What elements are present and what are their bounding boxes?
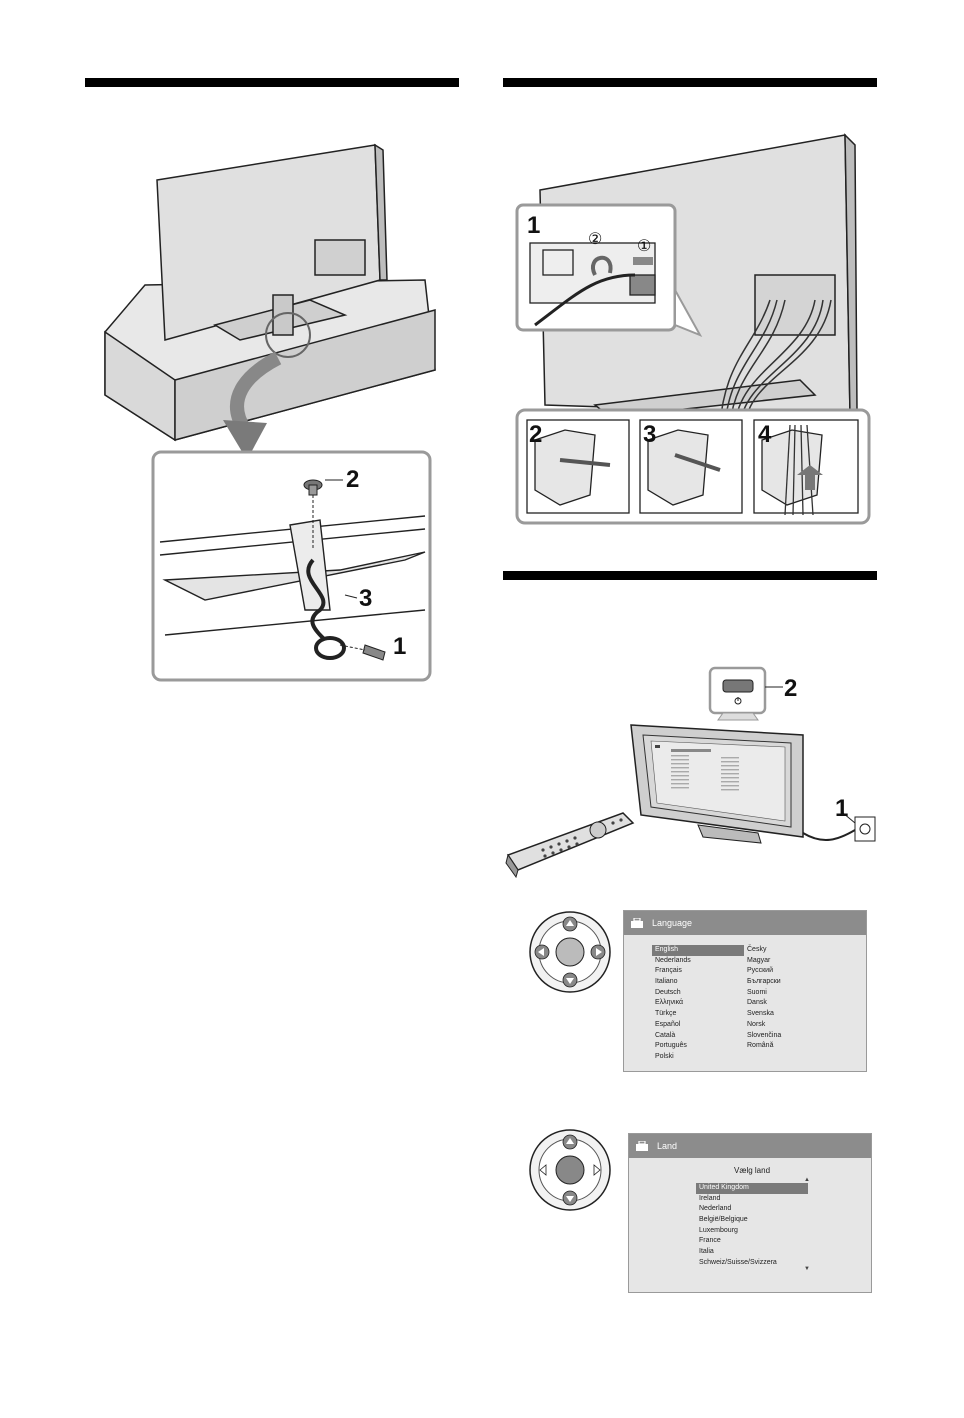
- language-option[interactable]: Español: [655, 1020, 681, 1028]
- country-option[interactable]: Schweiz/Suisse/Svizzera: [699, 1258, 777, 1266]
- language-option[interactable]: Magyar: [747, 956, 771, 964]
- language-option[interactable]: Suomi: [747, 988, 767, 996]
- callout-cable-step1-sub2: ②: [588, 231, 603, 248]
- language-option[interactable]: Dansk: [747, 999, 767, 1007]
- language-option[interactable]: Português: [655, 1042, 687, 1050]
- country-option[interactable]: België/Belgique: [699, 1216, 748, 1224]
- callout-cable-step1-sub1: ①: [637, 238, 652, 255]
- country-option[interactable]: Nederland: [699, 1205, 732, 1213]
- tv-on-stand-illustration: [104, 143, 436, 682]
- language-option[interactable]: Français: [655, 967, 682, 975]
- country-option[interactable]: Italia: [699, 1248, 714, 1256]
- callout-left-screw: 1: [393, 633, 407, 660]
- callout-left-cord: 3: [359, 585, 373, 612]
- language-option[interactable]: Nederlands: [655, 956, 691, 964]
- callout-cable-step1: 1: [527, 212, 541, 239]
- callout-power-button: 2: [784, 675, 798, 702]
- land-menu-header: Land: [629, 1134, 871, 1158]
- language-list-col1[interactable]: English Nederlands Français Italiano Deu…: [652, 945, 744, 1063]
- language-list-col2[interactable]: Česky Magyar Русский Български Suomi Dan…: [744, 945, 824, 1052]
- language-option[interactable]: Български: [747, 978, 781, 986]
- toolbox-icon: [631, 918, 643, 928]
- language-option[interactable]: Česky: [747, 946, 767, 953]
- country-option[interactable]: Luxembourg: [699, 1226, 738, 1234]
- land-menu-subtitle: Vælg land: [734, 1166, 771, 1175]
- language-option[interactable]: Română: [747, 1042, 774, 1050]
- land-country-list[interactable]: United Kingdom Ireland Nederland België/…: [696, 1183, 808, 1269]
- section-bar-cables: [503, 78, 877, 87]
- language-option[interactable]: Deutsch: [655, 988, 681, 996]
- language-option[interactable]: English: [652, 945, 744, 956]
- callout-power-plug: 1: [835, 795, 849, 822]
- tv-power-illustration: [505, 666, 876, 879]
- language-option[interactable]: Norsk: [747, 1020, 766, 1028]
- dpad-control-1: [529, 911, 611, 993]
- land-menu: Land Vælg land ▲ United Kingdom Ireland …: [628, 1133, 872, 1293]
- section-bar-setup: [503, 571, 877, 580]
- country-option[interactable]: United Kingdom: [696, 1183, 808, 1194]
- language-option[interactable]: Русский: [747, 967, 773, 975]
- language-option[interactable]: Türkçe: [655, 1010, 677, 1018]
- language-menu-title: Language: [652, 918, 693, 928]
- language-option[interactable]: Slovenčina: [747, 1031, 782, 1039]
- callout-cable-step4: 4: [758, 421, 772, 448]
- language-option[interactable]: Svenska: [747, 1010, 774, 1018]
- language-menu: Language English Nederlands Français Ita…: [623, 910, 867, 1072]
- callout-cable-step2: 2: [529, 421, 543, 448]
- dpad-control-2: [529, 1129, 611, 1211]
- land-menu-title: Land: [657, 1141, 678, 1151]
- toolbox-icon: [636, 1141, 648, 1151]
- language-option[interactable]: Italiano: [655, 978, 678, 986]
- power-icon: [734, 697, 742, 705]
- plug-icon: [854, 816, 876, 842]
- language-menu-header: Language: [624, 911, 866, 935]
- remote-icon: [505, 812, 635, 879]
- callout-cable-step3: 3: [643, 421, 657, 448]
- country-option[interactable]: France: [699, 1237, 721, 1245]
- section-bar-stand: [85, 78, 459, 87]
- cable-management-illustration: [515, 133, 871, 525]
- callout-left-cap: 2: [346, 466, 360, 493]
- language-option[interactable]: Ελληνικά: [655, 999, 684, 1007]
- language-option[interactable]: Català: [655, 1031, 676, 1039]
- country-option[interactable]: Ireland: [699, 1194, 721, 1202]
- land-scroll-down-icon[interactable]: ▼: [804, 1266, 810, 1272]
- language-option[interactable]: Polski: [655, 1052, 674, 1060]
- land-scroll-up-icon[interactable]: ▲: [804, 1177, 810, 1183]
